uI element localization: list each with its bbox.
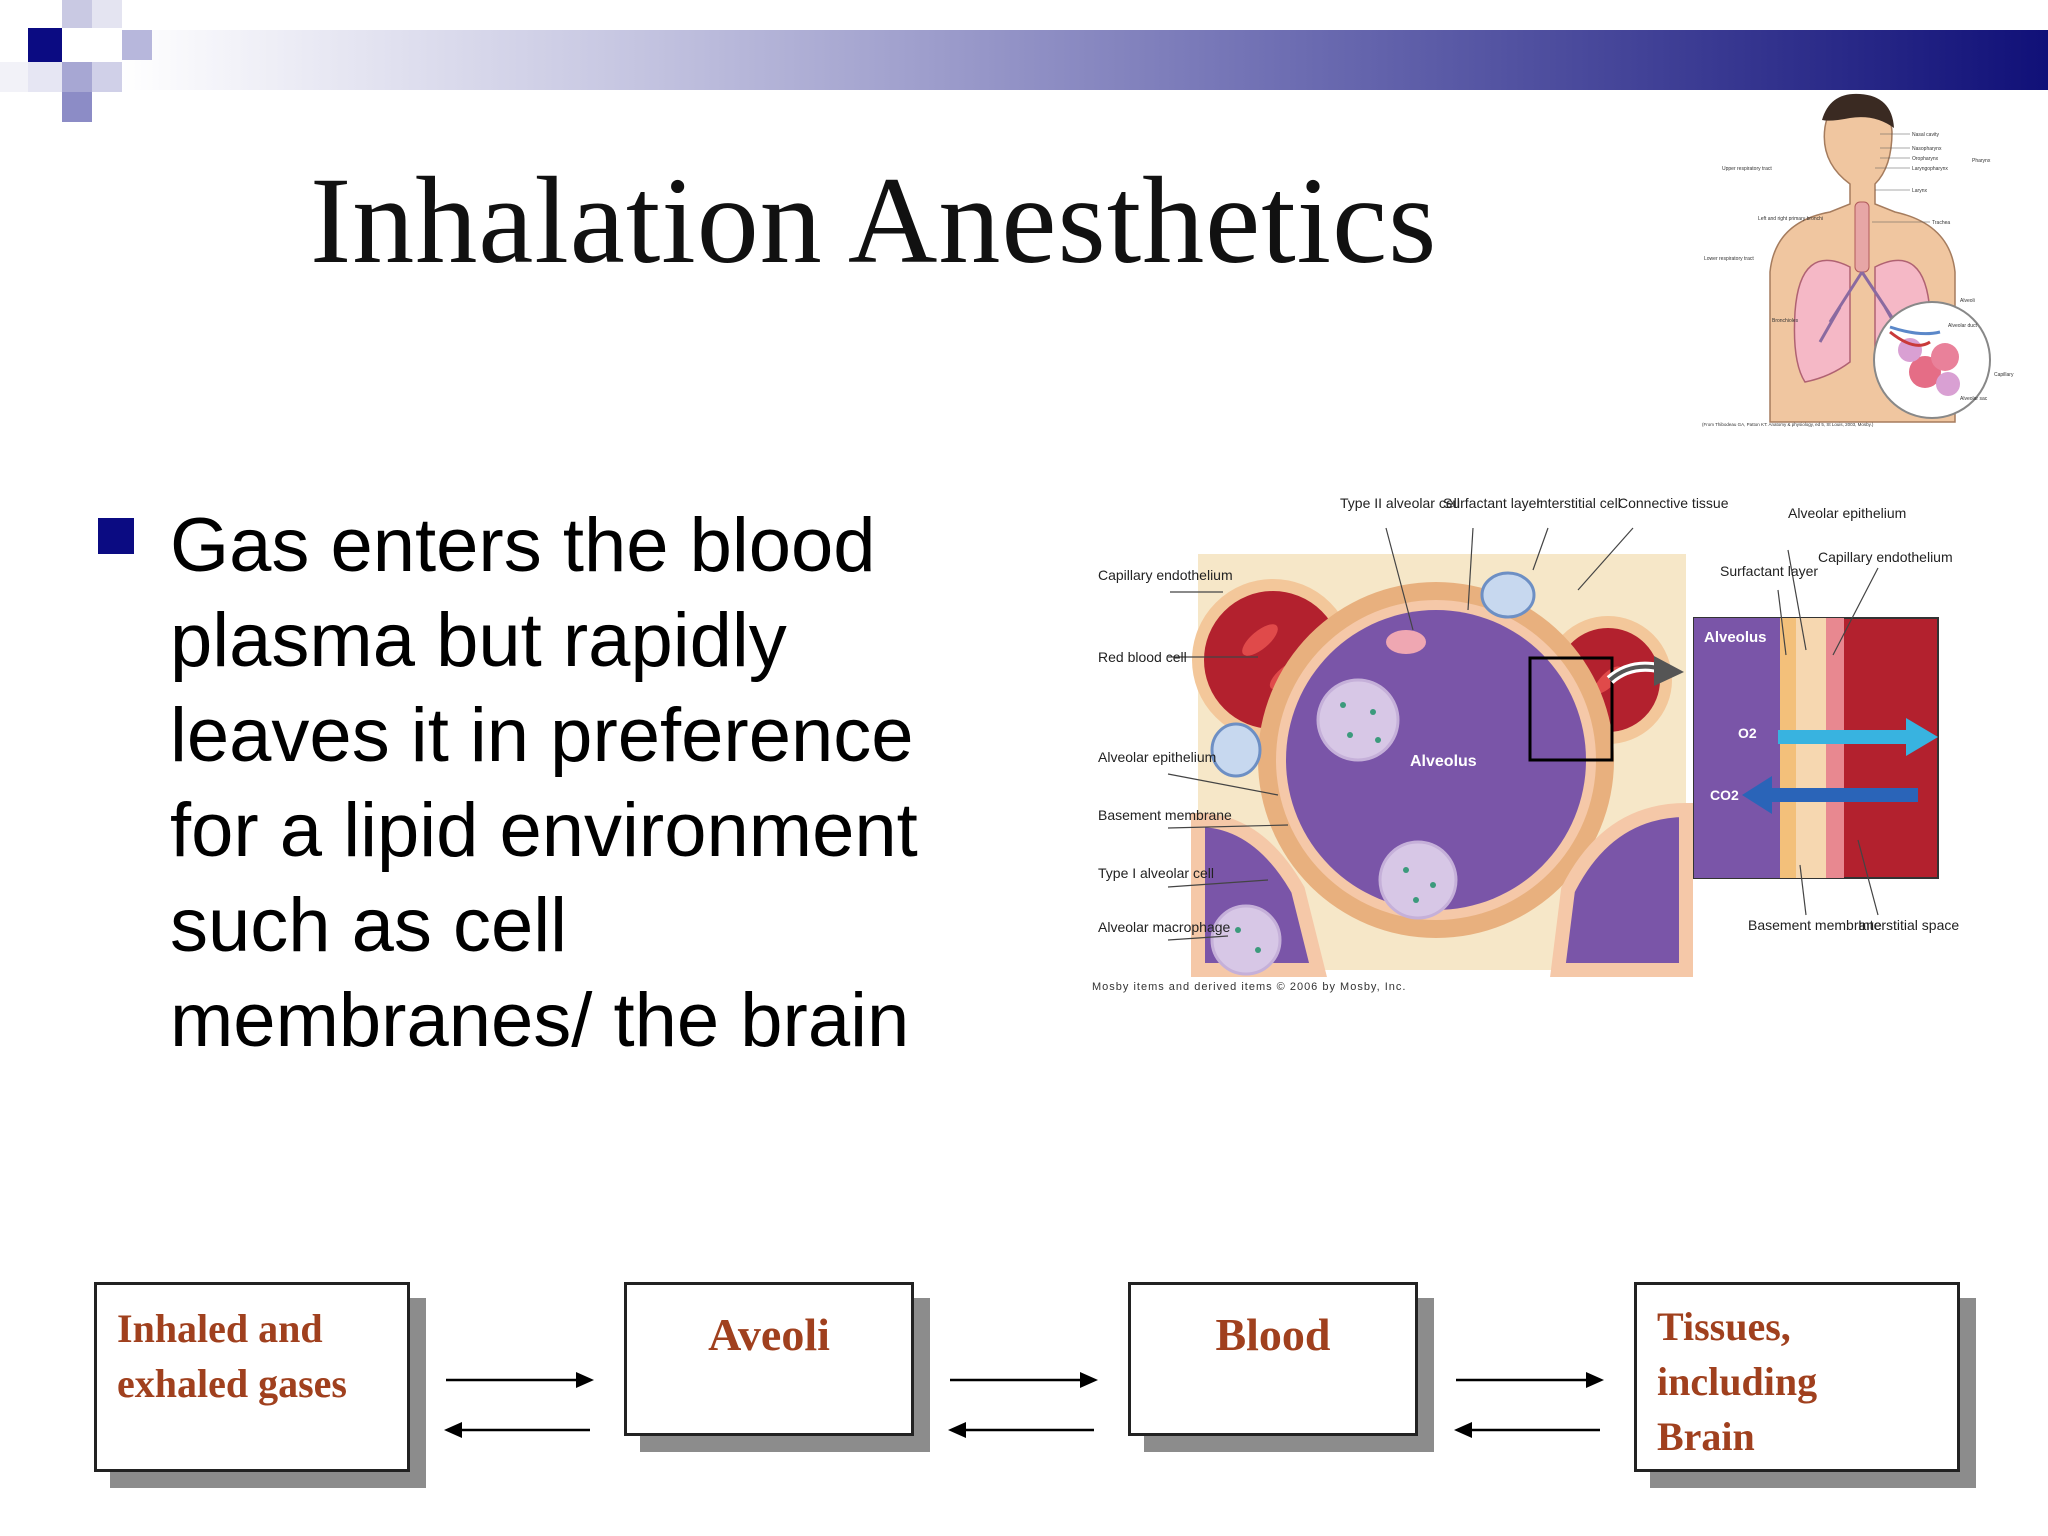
respiratory-anatomy-figure: Nasal cavity Nasopharynx Oropharynx Lary… — [1700, 92, 2040, 432]
label-connective-tissue: Connective tissue — [1618, 495, 1729, 511]
slide-title: Inhalation Anesthetics — [310, 152, 1438, 289]
label-alveolar-epithelium-left: Alveolar epithelium — [1098, 749, 1216, 765]
label-surfactant-top: Surfactant layer — [1443, 495, 1541, 511]
label-pharynx: Pharynx — [1972, 158, 1991, 164]
flow-box-blood: Blood — [1128, 1282, 1418, 1436]
label-interstitial-space: Interstitial space — [1858, 917, 1959, 933]
label-alveolus-inset: Alveolus — [1704, 629, 1767, 646]
flow-arrows-aveoli-blood — [948, 1372, 1098, 1438]
alveolus-credit: Mosby items and derived items © 2006 by … — [1092, 981, 1406, 993]
label-upper-tract: Upper respiratory tract — [1722, 166, 1772, 172]
label-larynx: Larynx — [1912, 188, 1928, 194]
flow-box-tissues: Tissues, including Brain — [1634, 1282, 1960, 1472]
flow-box-tissues-line1: Tissues, — [1657, 1304, 1791, 1349]
label-alveolus-center: Alveolus — [1410, 753, 1477, 770]
label-nasopharynx: Nasopharynx — [1912, 146, 1942, 152]
corner-square — [0, 0, 152, 122]
label-basement-membrane-bottom: Basement membrane — [1748, 917, 1882, 933]
flow-box-aveoli: Aveoli — [624, 1282, 914, 1436]
label-alveolar-macrophage: Alveolar macrophage — [1098, 919, 1231, 935]
flow-arrows-blood-tissues — [1454, 1372, 1604, 1438]
label-capillary-endothelium-right: Capillary endothelium — [1818, 549, 1953, 565]
label-lower-tract: Lower respiratory tract — [1704, 256, 1754, 262]
label-alveoli: Alveoli — [1960, 298, 1975, 304]
label-capillary: Capillary — [1994, 372, 2014, 378]
label-interstitial-cell: Interstitial cell — [1536, 495, 1621, 511]
label-alveolar-epithelium-top: Alveolar epithelium — [1788, 505, 1906, 521]
bullet-square-icon — [98, 518, 134, 554]
label-nasal-cavity: Nasal cavity — [1912, 132, 1939, 138]
flow-box-aveoli-label: Aveoli — [708, 1309, 830, 1360]
label-bronchioles: Bronchioles — [1772, 318, 1799, 324]
label-alveolar-duct: Alveolar duct — [1948, 323, 1978, 329]
flow-box-gases: Inhaled and exhaled gases — [94, 1282, 410, 1472]
flow-box-gases-line2: exhaled gases — [117, 1361, 347, 1406]
label-alveolar-sac: Alveolar sac — [1960, 396, 1988, 402]
header-gradient-band — [120, 30, 2048, 90]
label-type1-cell: Type I alveolar cell — [1098, 865, 1214, 881]
label-trachea: Trachea — [1932, 220, 1950, 226]
label-red-blood-cell: Red blood cell — [1098, 649, 1187, 665]
label-o2: O2 — [1738, 725, 1757, 741]
label-bronchi: Left and right primary bronchi — [1758, 216, 1823, 222]
label-laryngopharynx: Laryngopharynx — [1912, 166, 1948, 172]
anatomy-credit: (From Thibodeau GA, Patton KT: Anatomy &… — [1702, 422, 1874, 427]
alveolus-gas-exchange-diagram: Alveolus Alveolus O2 CO2 Type II alveola… — [1092, 495, 1959, 993]
flow-box-tissues-line3: Brain — [1657, 1414, 1755, 1459]
label-oropharynx: Oropharynx — [1912, 156, 1939, 162]
bullet-text: Gas enters the blood plasma but rapidly … — [170, 503, 918, 1063]
label-capillary-endothelium-left: Capillary endothelium — [1098, 567, 1233, 583]
flow-box-tissues-line2: including — [1657, 1359, 1818, 1404]
label-type2-cell: Type II alveolar cell — [1340, 495, 1460, 511]
flow-arrows-gases-aveoli — [444, 1372, 594, 1438]
label-co2: CO2 — [1710, 787, 1739, 803]
flow-box-blood-label: Blood — [1215, 1309, 1331, 1360]
label-surfactant-right: Surfactant layer — [1720, 563, 1818, 579]
flow-box-gases-line1: Inhaled and — [117, 1306, 323, 1351]
label-basement-membrane-left: Basement membrane — [1098, 807, 1232, 823]
